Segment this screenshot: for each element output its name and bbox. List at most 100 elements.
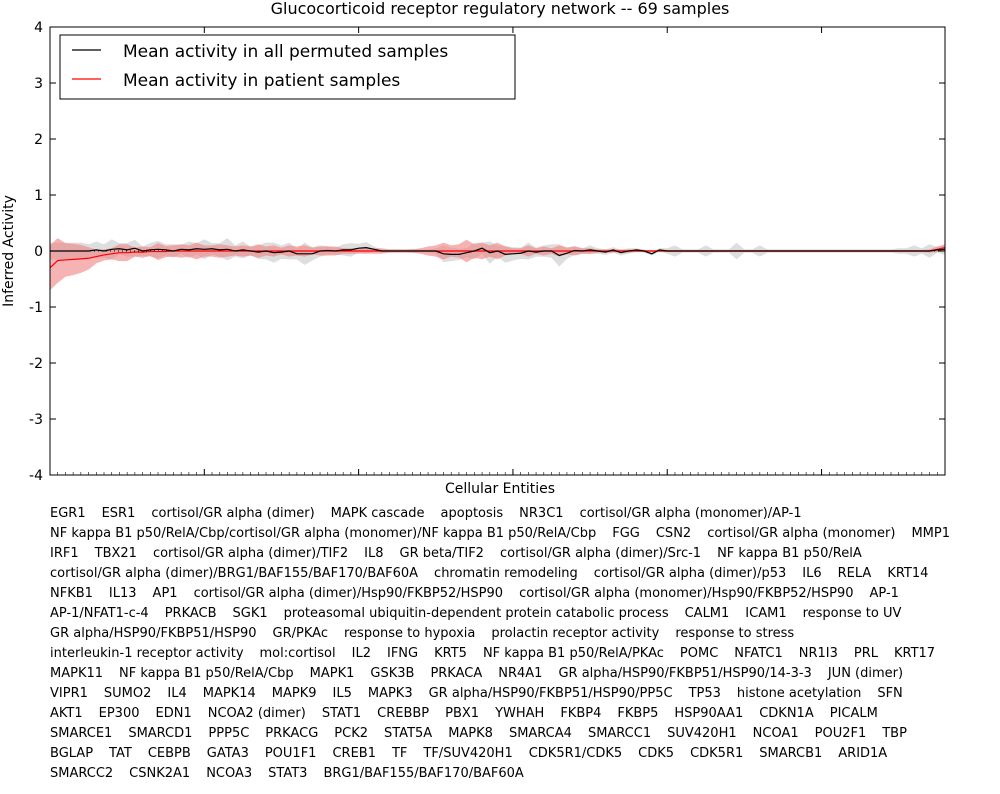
x-tick-label: HSP90AA1 <box>674 706 744 721</box>
x-tick-label: CDKN1A <box>759 706 814 721</box>
x-tick-label: NFKB1 <box>50 586 93 601</box>
x-tick-label: AP-1 <box>869 586 899 601</box>
y-tick-label: -3 <box>29 412 43 428</box>
x-tick-label: SMARCE1 <box>50 726 113 741</box>
x-tick-label: CEBPB <box>147 746 191 761</box>
x-tick-label: CDK5 <box>638 746 675 761</box>
y-tick-label: 4 <box>34 20 43 36</box>
legend-label-patient: Mean activity in patient samples <box>123 71 400 91</box>
x-tick-label: JUN (dimer) <box>827 666 904 681</box>
x-tick-label: NF kappa B1 p50/RelA/PKAc <box>482 646 664 661</box>
x-tick-label: MAPK9 <box>271 686 317 701</box>
x-tick-label: POMC <box>679 646 719 661</box>
x-tick-label: MMP1 <box>911 526 950 541</box>
x-tick-label: MAPK11 <box>50 666 104 681</box>
x-tick-label: GR alpha/HSP90/FKBP51/HSP90 <box>50 626 257 641</box>
legend: Mean activity in all permuted samples Me… <box>59 34 516 100</box>
x-tick-label: CDK5R1/CDK5 <box>528 746 623 761</box>
chart: Glucocorticoid receptor regulatory netwo… <box>1 0 946 497</box>
x-tick-label: FKBP5 <box>617 706 659 721</box>
x-tick-label: MAPK14 <box>202 686 256 701</box>
x-tick-label: NCOA3 <box>206 766 253 781</box>
x-tick-label: ICAM1 <box>745 606 787 621</box>
x-tick-label: PRKACA <box>430 666 483 681</box>
x-tick-label: CSN2 <box>655 526 692 541</box>
x-tick-label: response to hypoxia <box>343 626 476 641</box>
x-tick-label: response to stress <box>675 626 795 641</box>
x-tick-label: PPP5C <box>208 726 250 741</box>
x-tick-label: IL8 <box>364 546 384 561</box>
x-tick-label: EDN1 <box>155 706 192 721</box>
x-tick-label: MAPK3 <box>367 686 413 701</box>
x-tick-label: PBX1 <box>445 706 480 721</box>
x-tick-label: cortisol/GR alpha (dimer)/p53 <box>593 566 787 581</box>
x-tick-label: STAT5A <box>384 726 433 741</box>
x-tick-label: GR/PKAc <box>272 626 328 641</box>
x-tick-label: IL13 <box>108 586 137 601</box>
x-tick-label: histone acetylation <box>736 686 862 701</box>
x-tick-label: IL4 <box>167 686 187 701</box>
x-tick-label: proteasomal ubiquitin-dependent protein … <box>283 606 669 621</box>
x-tick-label: PCK2 <box>334 726 368 741</box>
x-tick-label: VIPR1 <box>50 686 88 701</box>
x-tick-label: TBX21 <box>94 546 137 561</box>
x-tick-label: MAPK8 <box>448 726 493 741</box>
x-tick-label: SUV420H1 <box>667 726 737 741</box>
x-tick-label: PRKACB <box>164 606 217 621</box>
y-tick-label: -4 <box>29 468 43 484</box>
x-tick-label: NFATC1 <box>734 646 783 661</box>
x-tick-label: KRT17 <box>893 646 936 661</box>
x-tick-label: MAPK cascade <box>330 506 425 521</box>
x-tick-label: AKT1 <box>50 706 83 721</box>
y-tick-label: 3 <box>34 76 43 92</box>
x-tick-label: KRT14 <box>887 566 929 581</box>
x-tick-label: FKBP4 <box>560 706 602 721</box>
x-tick-label: TF <box>391 746 408 761</box>
x-tick-label: NR3C1 <box>519 506 564 521</box>
x-tick-label: ARID1A <box>838 746 888 761</box>
x-tick-label: cortisol/GR alpha (dimer) <box>151 506 315 521</box>
x-tick-label: apoptosis <box>440 506 504 521</box>
x-tick-label: RELA <box>837 566 872 581</box>
x-tick-label: EGR1 <box>50 506 86 521</box>
x-tick-label: BGLAP <box>50 746 94 761</box>
plot-area <box>49 238 946 291</box>
x-tick-label: cortisol/GR alpha (dimer)/Src-1 <box>499 546 702 561</box>
x-tick-label: PICALM <box>829 706 878 721</box>
x-tick-label: GR alpha/HSP90/FKBP51/HSP90/PP5C <box>428 686 673 701</box>
x-tick-label: IL6 <box>802 566 822 581</box>
x-tick-label: BRG1/BAF155/BAF170/BAF60A <box>323 766 524 781</box>
legend-label-permuted: Mean activity in all permuted samples <box>123 42 448 62</box>
x-tick-label: AP-1/NFAT1-c-4 <box>50 606 149 621</box>
x-tick-label: POU1F1 <box>264 746 317 761</box>
x-tick-label: cortisol/GR alpha (dimer)/TIF2 <box>152 546 349 561</box>
x-tick-label: FGG <box>612 526 640 541</box>
x-tick-label: SMARCB1 <box>759 746 823 761</box>
x-tick-label: IRF1 <box>50 546 79 561</box>
y-tick-label: -1 <box>29 300 43 316</box>
x-tick-label: SMARCC1 <box>587 726 652 741</box>
x-tick-label: cortisol/GR alpha (monomer) <box>707 526 896 541</box>
patient-band <box>50 238 945 291</box>
x-tick-label: TBP <box>882 726 907 741</box>
x-tick-label: NCOA2 (dimer) <box>207 706 306 721</box>
x-tick-label: CSNK2A1 <box>129 766 191 781</box>
x-tick-label: KRT5 <box>434 646 467 661</box>
x-tick-label: chromatin remodeling <box>434 566 578 581</box>
x-tick-label: cortisol/GR alpha (monomer)/AP-1 <box>579 506 802 521</box>
x-tick-label: ESR1 <box>101 506 136 521</box>
x-tick-label: SMARCC2 <box>50 766 114 781</box>
y-tick-label: 1 <box>34 188 43 204</box>
x-tick-label: GR alpha/HSP90/FKBP51/HSP90/14-3-3 <box>558 666 812 681</box>
x-tick-label: POU2F1 <box>814 726 867 741</box>
x-tick-label: GATA3 <box>206 746 249 761</box>
x-tick-label: GSK3B <box>370 666 415 681</box>
x-tick-label: TP53 <box>688 686 721 701</box>
x-tick-label: CALM1 <box>684 606 730 621</box>
legend-box <box>59 34 516 100</box>
x-tick-labels: EGR1 ESR1 cortisol/GR alpha (dimer) MAPK ca… <box>0 500 1000 794</box>
x-tick-label: MAPK1 <box>309 666 355 681</box>
x-tick-label: STAT3 <box>268 766 308 781</box>
x-axis-label: Cellular Entities <box>445 481 555 497</box>
